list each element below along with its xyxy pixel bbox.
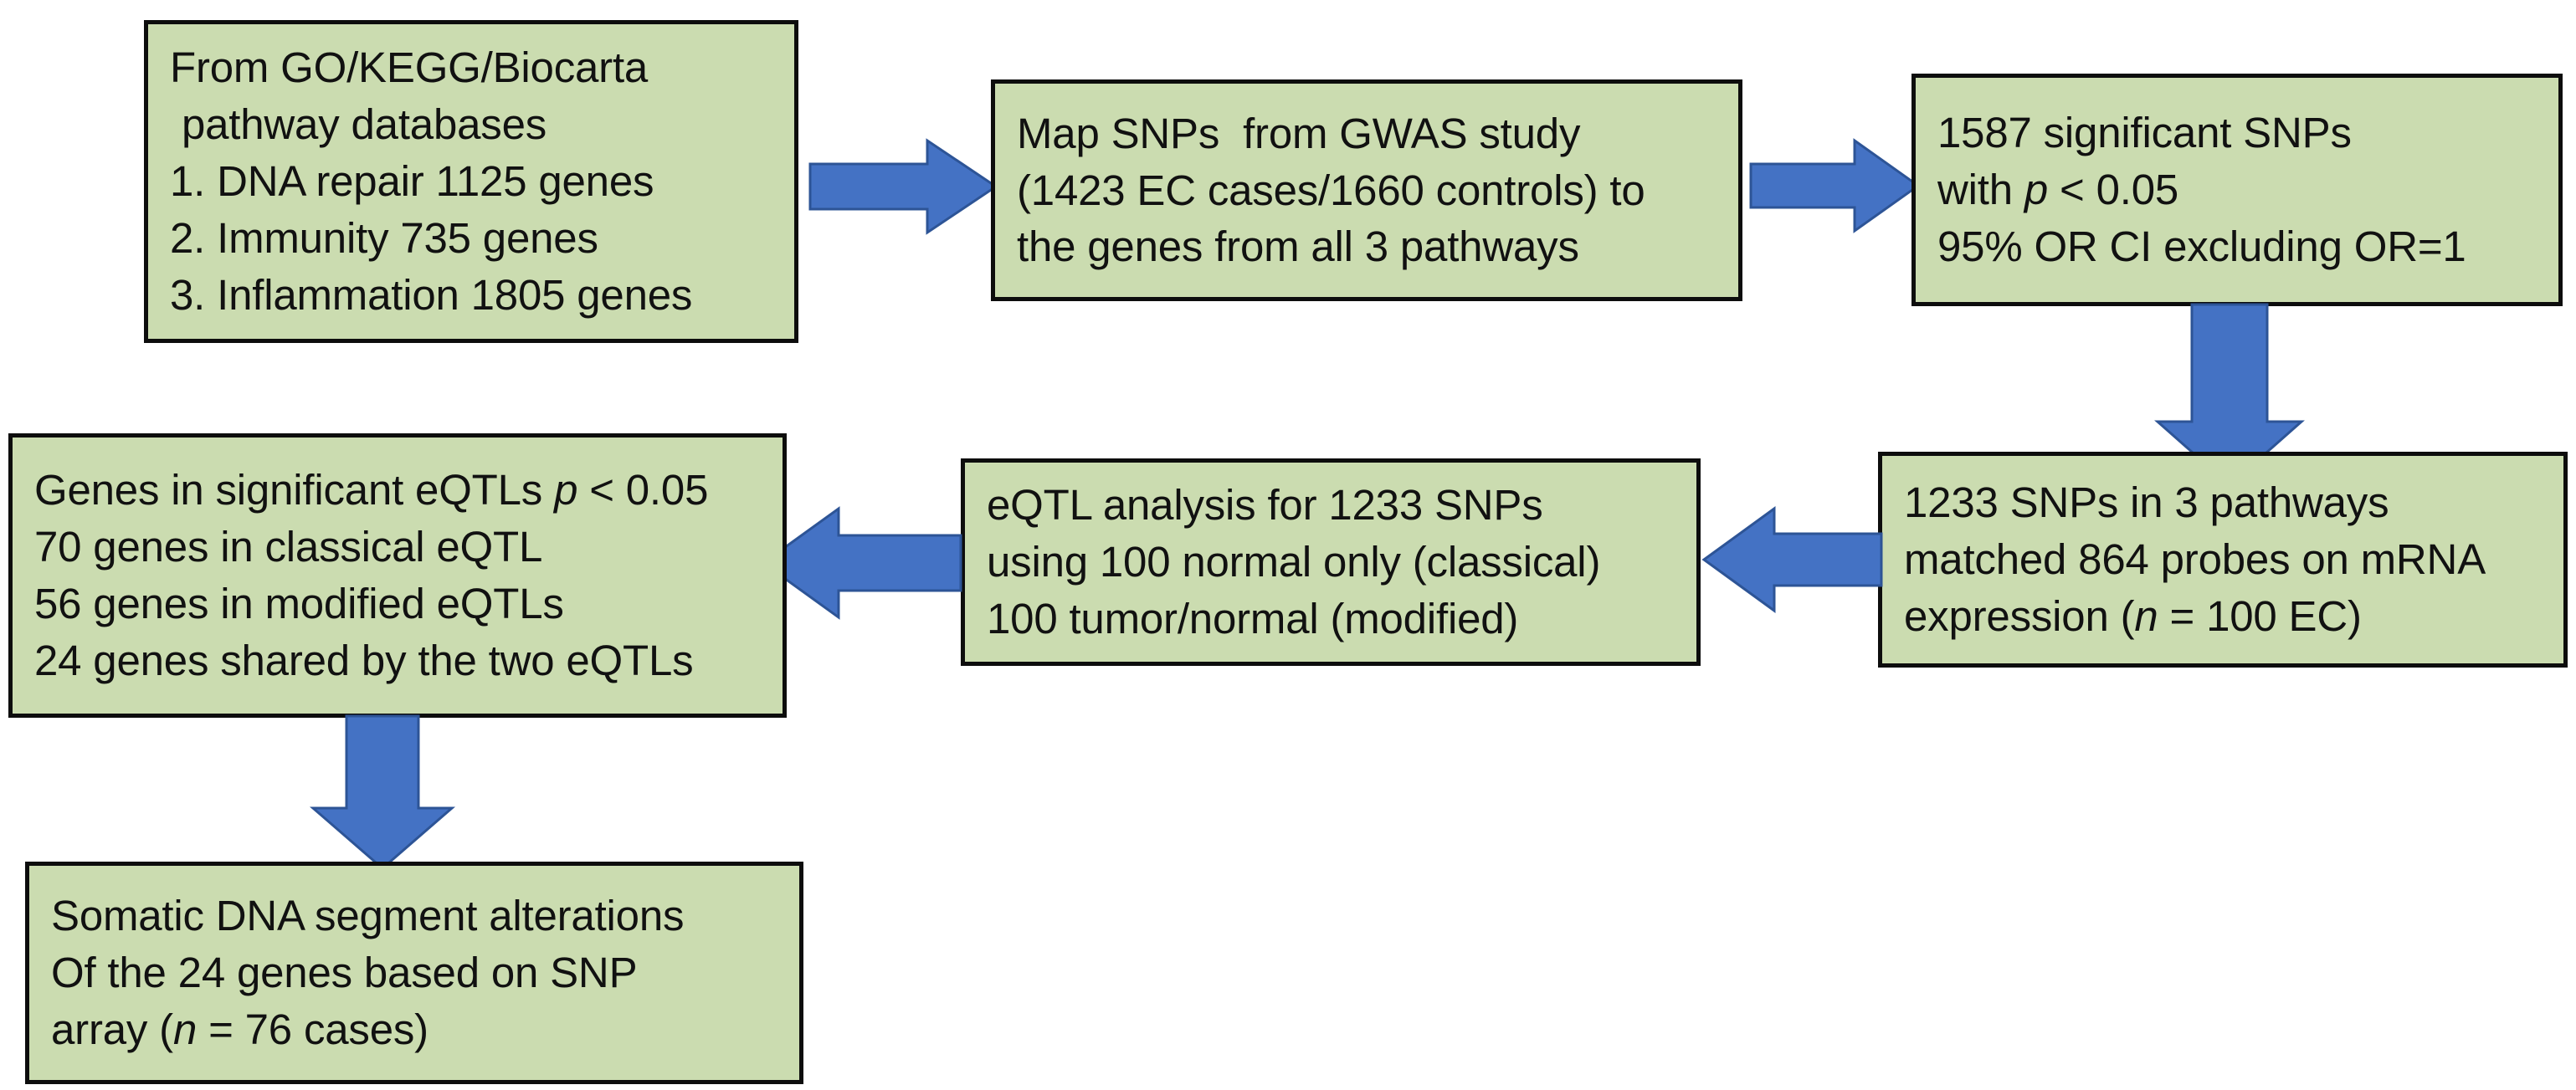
node-line: expression (n = 100 EC) [1904,591,2362,640]
node-line: 100 tumor/normal (modified) [987,594,1519,642]
node-pathway-databases[interactable]: From GO/KEGG/Biocarta pathway databases … [144,20,798,343]
node-line: 95% OR CI excluding OR=1 [1937,222,2466,270]
node-line: 1233 SNPs in 3 pathways [1904,478,2389,527]
arrow-down-2 [309,714,456,870]
node-line: 1587 significant SNPs [1937,109,2352,157]
arrow-right-1 [808,138,998,235]
node-line: 2. Immunity 735 genes [170,213,598,262]
node-eqtl-analysis[interactable]: eQTL analysis for 1233 SNPs using 100 no… [961,458,1701,666]
node-line: 70 genes in classical eQTL [34,523,543,571]
node-line: (1423 EC cases/1660 controls) to [1017,166,1645,214]
node-line: From GO/KEGG/Biocarta [170,43,649,92]
node-line: eQTL analysis for 1233 SNPs [987,481,1543,530]
node-line: the genes from all 3 pathways [1017,223,1579,271]
node-line: 24 genes shared by the two eQTLs [34,636,694,684]
node-genes-significant-eqtls[interactable]: Genes in significant eQTLs p < 0.05 70 g… [8,433,787,718]
node-snps-matched-probes[interactable]: 1233 SNPs in 3 pathways matched 864 prob… [1878,452,2568,668]
node-line: Somatic DNA segment alterations [51,892,685,940]
node-line: 56 genes in modified eQTLs [34,580,564,627]
node-line: Map SNPs from GWAS study [1017,109,1581,157]
node-line: matched 864 probes on mRNA [1904,535,2486,584]
node-line: Genes in significant eQTLs p < 0.05 [34,466,709,514]
node-line: array (n = 76 cases) [51,1005,428,1053]
node-line: pathway databases [170,100,547,149]
arrow-left-2 [761,506,962,620]
arrow-right-2 [1749,138,1921,233]
node-significant-snps[interactable]: 1587 significant SNPs with p < 0.05 95% … [1911,74,2563,306]
node-line: with p < 0.05 [1937,166,2179,214]
node-line: using 100 normal only (classical) [987,538,1601,586]
node-map-snps-gwas[interactable]: Map SNPs from GWAS study (1423 EC cases/… [991,79,1742,301]
node-line: 3. Inflammation 1805 genes [170,270,693,319]
arrow-left-1 [1701,506,1883,613]
node-line: Of the 24 genes based on SNP [51,949,638,997]
node-line: 1. DNA repair 1125 genes [170,157,654,206]
node-somatic-dna-alterations[interactable]: Somatic DNA segment alterations Of the 2… [25,862,803,1084]
